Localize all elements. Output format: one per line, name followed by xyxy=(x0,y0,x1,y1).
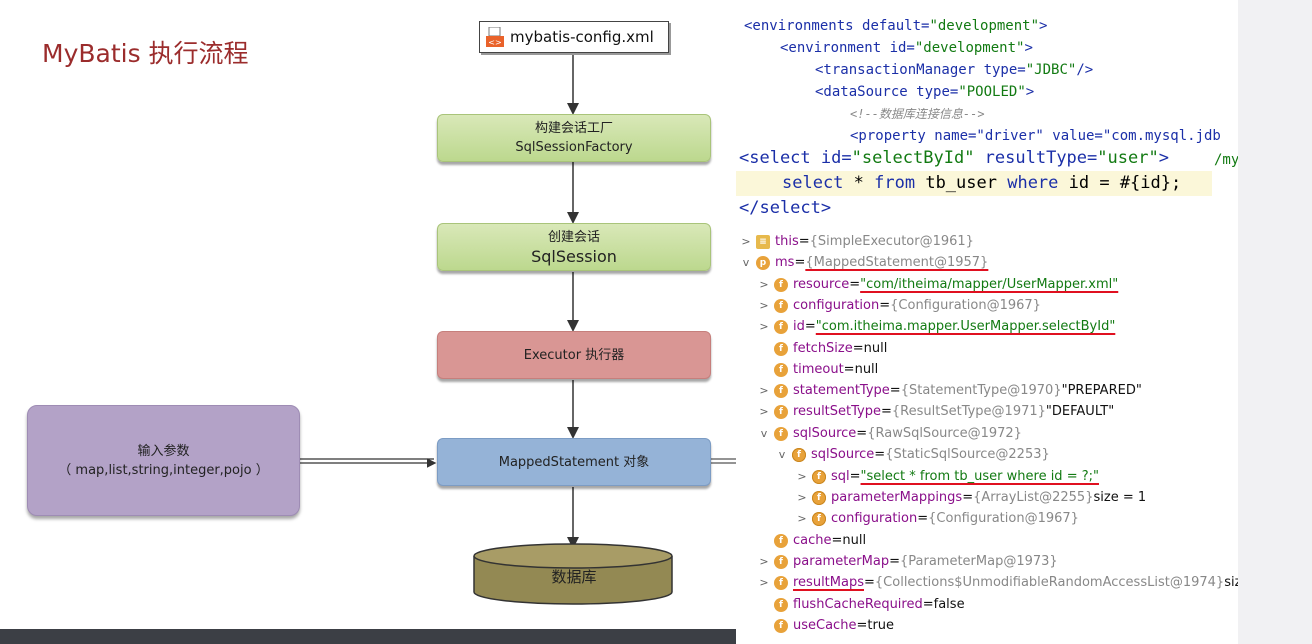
field-icon: f xyxy=(774,362,788,377)
expand-chevron-icon[interactable]: > xyxy=(797,491,807,504)
mapped-statement-node: MappedStatement 对象 xyxy=(437,438,711,486)
code-right-fragment: /my xyxy=(1214,152,1238,168)
locked-field-icon: f xyxy=(812,511,826,526)
slide-bottom-bar xyxy=(0,629,736,644)
executor-node: Executor 执行器 xyxy=(437,331,711,379)
input-params-types: （ map,list,string,integer,pojo ） xyxy=(58,462,269,478)
right-edge-background xyxy=(1238,0,1312,644)
input-params-node: 输入参数 （ map,list,string,integer,pojo ） xyxy=(27,405,300,516)
xml-file-icon: <> xyxy=(486,26,504,47)
select-open-tag: <select id="selectById" resultType="user… xyxy=(739,148,1169,168)
field-list-icon: ≡ xyxy=(756,234,770,249)
expand-chevron-icon[interactable]: > xyxy=(797,470,807,483)
database-label: 数据库 xyxy=(551,568,597,586)
field-icon: f xyxy=(774,618,788,633)
field-icon: f xyxy=(774,277,788,292)
field-icon: f xyxy=(774,383,788,398)
executor-label: Executor 执行器 xyxy=(523,347,625,363)
expand-chevron-icon[interactable]: > xyxy=(759,576,769,589)
field-icon: f xyxy=(774,426,788,441)
flow-slide: MyBatis 执行流程 xyxy=(0,21,736,644)
input-params-title: 输入参数 xyxy=(137,443,190,459)
collapse-chevron-icon[interactable]: v xyxy=(778,448,786,461)
field-icon: f xyxy=(774,533,788,548)
database-cylinder xyxy=(473,543,673,605)
expand-chevron-icon[interactable]: > xyxy=(741,235,751,248)
config-file-name: mybatis-config.xml xyxy=(510,28,654,46)
parameter-icon: p xyxy=(756,255,770,270)
sql-session-title: 创建会话 xyxy=(547,230,600,245)
select-close-tag: </select> xyxy=(739,198,832,218)
expand-chevron-icon[interactable]: > xyxy=(759,299,769,312)
session-factory-title: 构建会话工厂 xyxy=(534,121,613,136)
field-icon: f xyxy=(774,597,788,612)
code-line-environment: <environment id="development"> xyxy=(780,40,1033,56)
slide-title: MyBatis 执行流程 xyxy=(42,39,249,68)
session-factory-node: 构建会话工厂 SqlSessionFactory xyxy=(437,114,711,162)
locked-field-icon: f xyxy=(812,490,826,505)
code-line-datasource: <dataSource type="POOLED"> xyxy=(815,84,1035,100)
expand-chevron-icon[interactable]: > xyxy=(759,278,769,291)
locked-field-icon: f xyxy=(812,469,826,484)
sql-session-node: 创建会话 SqlSession xyxy=(437,223,711,271)
expand-chevron-icon[interactable]: > xyxy=(759,555,769,568)
expand-chevron-icon[interactable]: > xyxy=(759,405,769,418)
select-sql-line: select * from tb_user where id = #{id}; xyxy=(736,171,1212,196)
expand-chevron-icon[interactable]: > xyxy=(759,384,769,397)
field-icon: f xyxy=(774,319,788,334)
expand-chevron-icon[interactable]: > xyxy=(797,512,807,525)
collapse-chevron-icon[interactable]: v xyxy=(742,256,750,269)
select-snippet: <select id="selectById" resultType="user… xyxy=(736,146,1214,222)
flow-arrows xyxy=(300,53,736,605)
code-line-transaction: <transactionManager type="JDBC"/> xyxy=(815,62,1094,78)
mapped-statement-label: MappedStatement 对象 xyxy=(498,454,650,470)
field-icon: f xyxy=(774,404,788,419)
expand-chevron-icon[interactable]: > xyxy=(759,320,769,333)
var-this[interactable]: >≡this = {SimpleExecutor@1961} xyxy=(740,231,974,252)
field-icon: f xyxy=(774,554,788,569)
locked-field-icon: f xyxy=(792,447,806,462)
session-factory-class: SqlSessionFactory xyxy=(515,140,633,155)
collapse-chevron-icon[interactable]: v xyxy=(760,427,768,440)
svg-text:<>: <> xyxy=(488,38,501,47)
code-line-property: <property name="driver" value="com.mysql… xyxy=(850,128,1221,144)
field-icon: f xyxy=(774,575,788,590)
code-line-environments: <environments default="development"> xyxy=(744,18,1048,34)
code-line-comment: <!--数据库连接信息--> xyxy=(850,107,985,121)
config-file-box: <> mybatis-config.xml xyxy=(479,21,669,53)
field-icon: f xyxy=(774,341,788,356)
sql-session-class: SqlSession xyxy=(531,247,617,266)
field-icon: f xyxy=(774,298,788,313)
